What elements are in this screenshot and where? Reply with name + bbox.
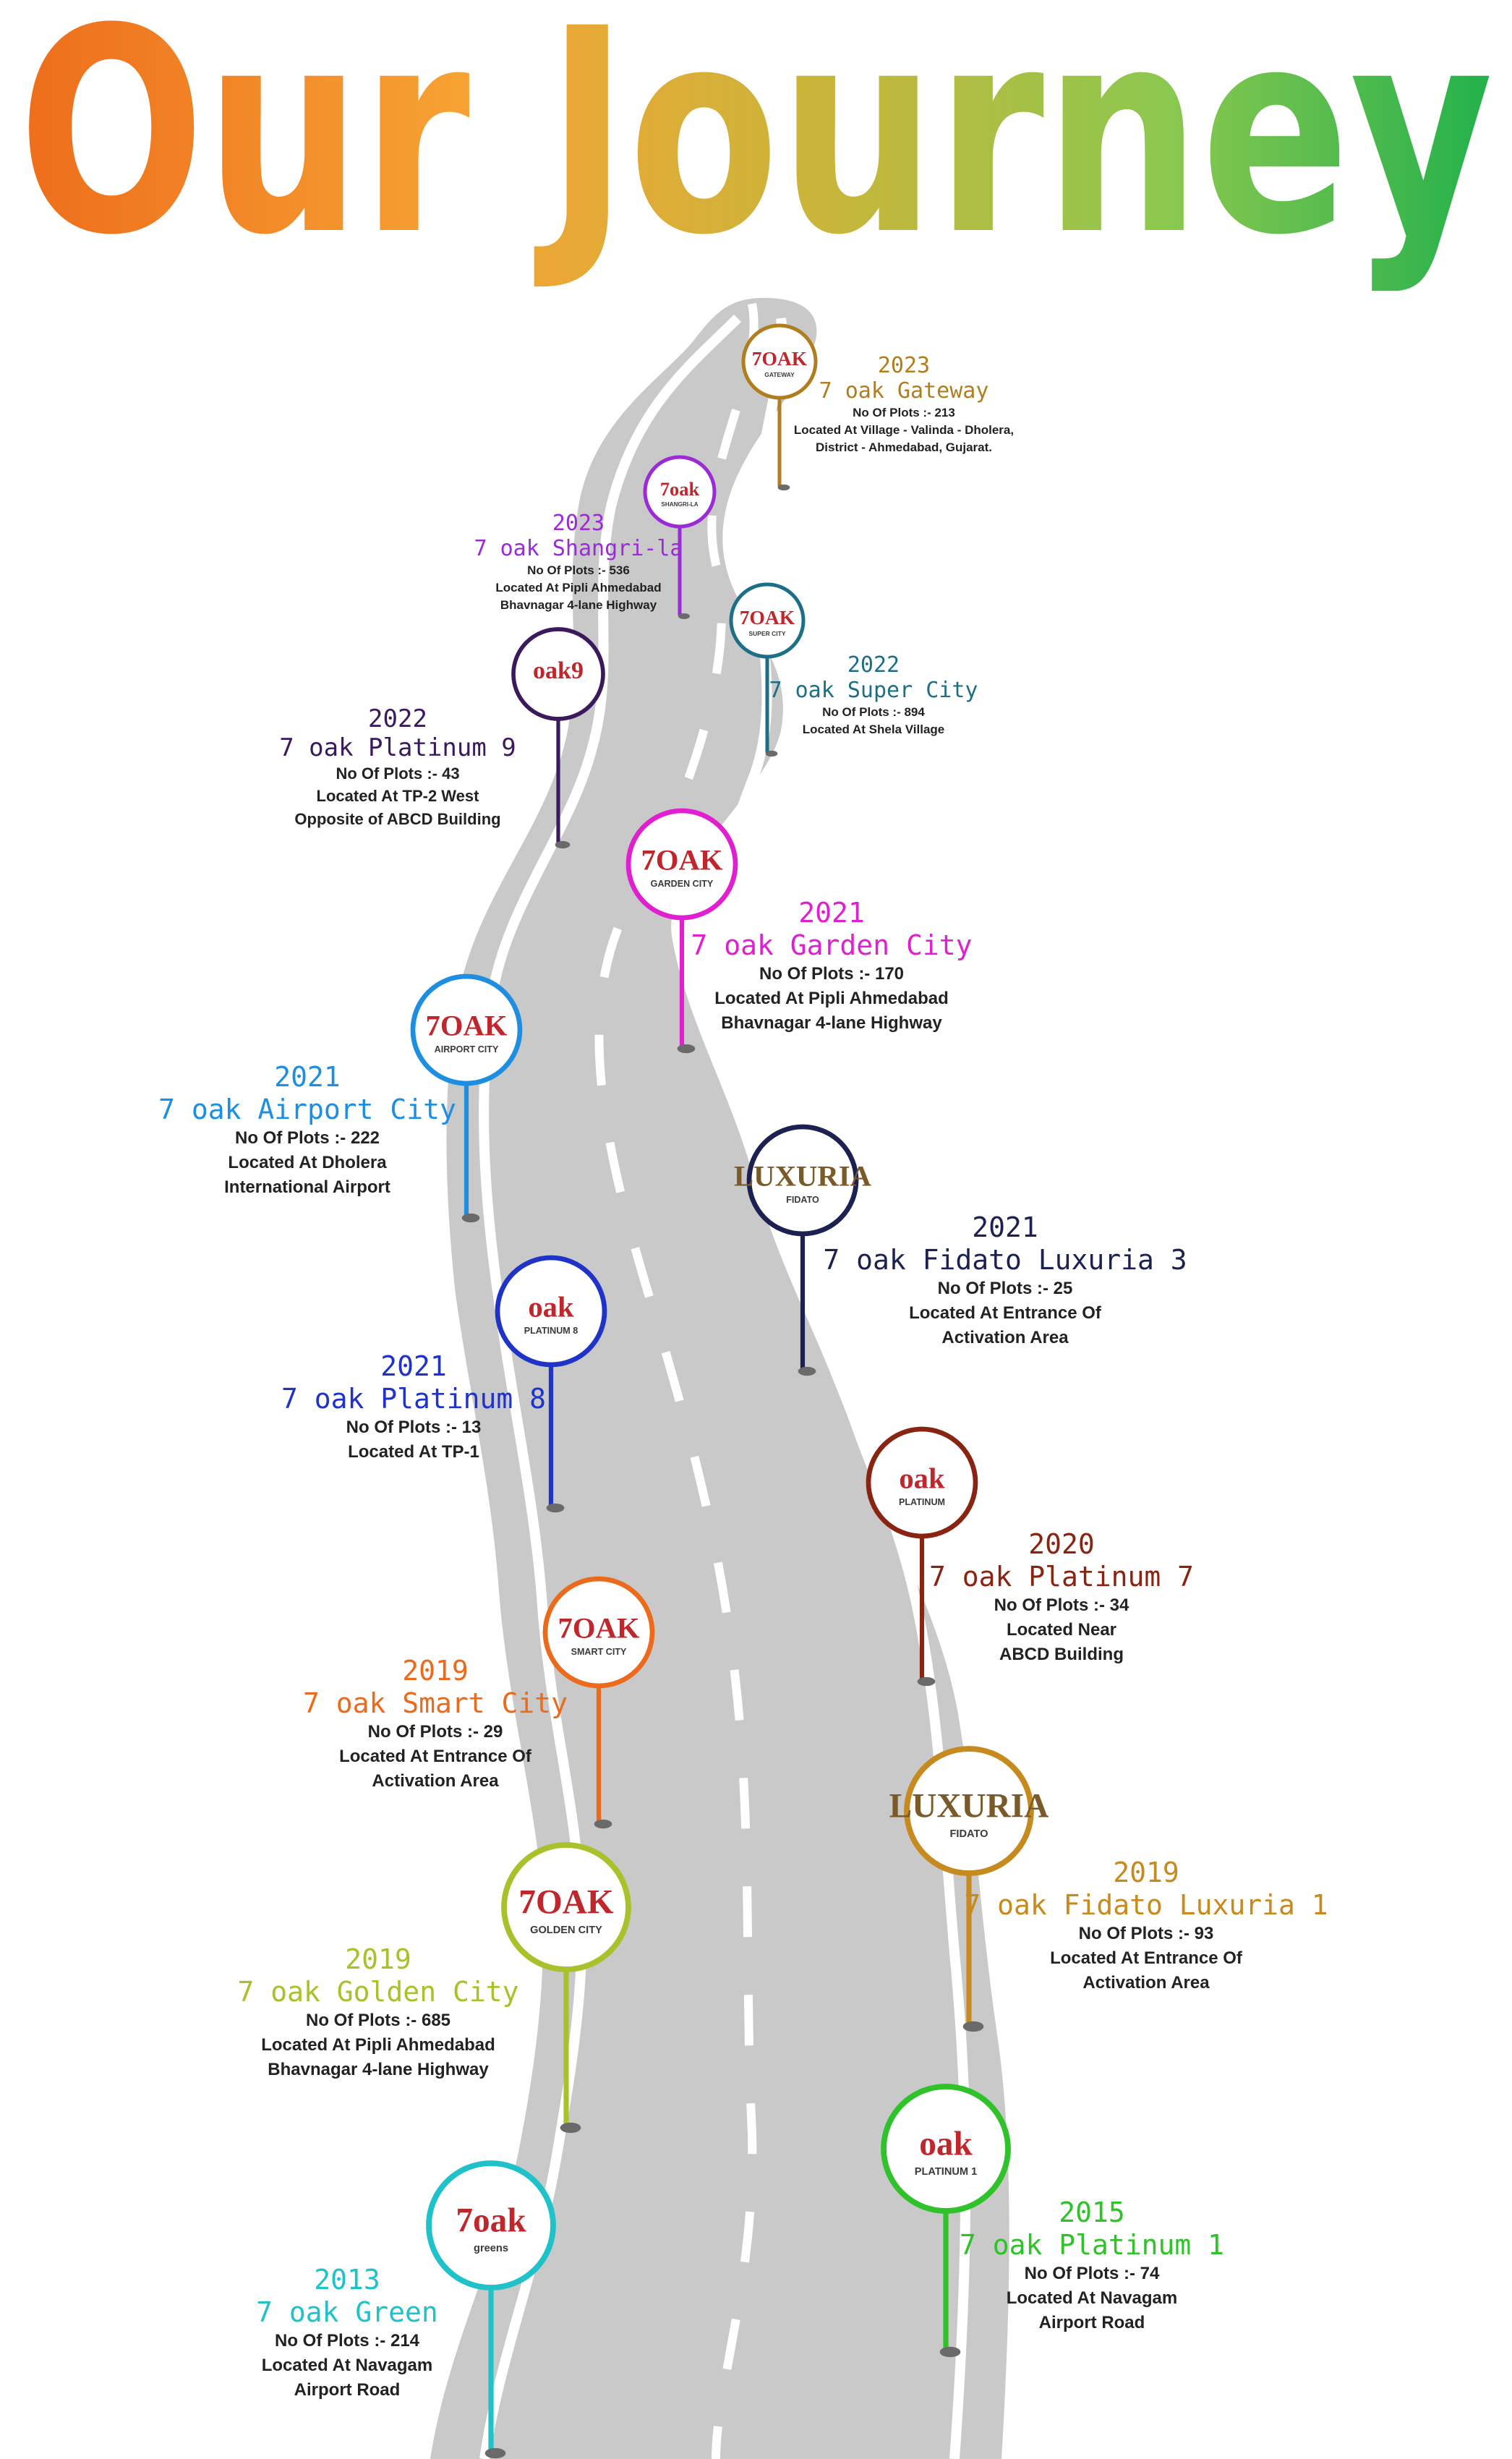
milestone-name: 7 oak Shangri-la	[474, 536, 683, 562]
milestone-name: 7 oak Fidato Luxuria 3	[823, 1243, 1187, 1276]
milestone-location-line: Airport Road	[1038, 2312, 1145, 2332]
milestone-year: 2022	[847, 652, 900, 678]
milestone-location-line: Located At Pipli Ahmedabad	[261, 2034, 495, 2055]
milestone-plots: No Of Plots :- 25	[937, 1278, 1073, 1298]
milestone-name: 7 oak Golden City	[237, 1975, 519, 2008]
milestone-plots: No Of Plots :- 685	[305, 2010, 451, 2030]
milestone-year: 2023	[877, 353, 931, 378]
milestone-plots: No Of Plots :- 213	[853, 405, 955, 419]
milestone-name: 7 oak Airport City	[158, 1093, 456, 1125]
milestone-location-line: Located At Entrance Of	[909, 1303, 1101, 1323]
milestone-name: 7 oak Garden City	[691, 929, 973, 961]
milestone-location-line: Located At Pipli Ahmedabad	[714, 988, 949, 1008]
milestone-location-line: Located At Pipli Ahmedabad	[495, 580, 662, 594]
road-centre-line	[594, 302, 759, 2459]
milestone-plots: No Of Plots :- 214	[274, 2330, 420, 2351]
milestone-year: 2021	[798, 897, 865, 929]
milestone-location-line: Located At Navagam	[261, 2355, 433, 2375]
milestone-location-line: Activation Area	[372, 1770, 499, 1791]
milestone-location-line: Located At TP-2 West	[316, 787, 479, 806]
milestone-year: 2015	[1059, 2196, 1125, 2228]
milestone-location-line: District - Ahmedabad, Gujarat.	[815, 440, 993, 455]
milestone-year: 2019	[1113, 1857, 1179, 1888]
milestone-name: 7 oak Fidato Luxuria 1	[964, 1888, 1328, 1921]
milestone-year: 2023	[552, 511, 605, 536]
milestone-location-line: Located At Shela Village	[802, 722, 945, 736]
milestone-plots: No Of Plots :- 170	[759, 963, 905, 984]
milestone-plots: No Of Plots :- 74	[1024, 2263, 1160, 2283]
page-title-text: Our Journey	[18, 0, 1493, 297]
milestone-plots: No Of Plots :- 13	[346, 1417, 482, 1437]
milestone-location-line: Located At Entrance Of	[339, 1746, 531, 1766]
milestone-year: 2013	[314, 2264, 380, 2296]
milestone-year: 2022	[368, 704, 427, 733]
milestone-name: 7 oak Platinum 7	[928, 1560, 1195, 1593]
milestone-location-line: ABCD Building	[999, 1644, 1124, 1664]
milestone-plots: No Of Plots :- 43	[336, 764, 460, 783]
milestone-plots: No Of Plots :- 93	[1078, 1923, 1214, 1943]
milestone-year: 2021	[972, 1211, 1038, 1243]
milestone-year: 2021	[380, 1350, 447, 1382]
milestone-year: 2020	[1028, 1528, 1095, 1560]
milestone-location-line: Located Near	[1006, 1619, 1117, 1640]
milestone-location-line: Located At Dholera	[228, 1152, 387, 1172]
milestone-location-line: Located At TP-1	[348, 1441, 479, 1462]
milestone-name: 7 oak Smart City	[302, 1687, 568, 1719]
milestone-location-line: International Airport	[224, 1177, 390, 1197]
milestone-location-line: Activation Area	[941, 1327, 1069, 1347]
milestone-location-line: Opposite of ABCD Building	[294, 809, 501, 828]
milestone-plots: No Of Plots :- 536	[527, 563, 630, 577]
page-title: Our Journey	[18, 0, 1493, 297]
milestone-location-line: Located At Entrance Of	[1050, 1948, 1242, 1968]
milestone-name: 7 oak Platinum 1	[959, 2228, 1225, 2261]
milestone-year: 2019	[402, 1655, 469, 1687]
milestone-year: 2019	[345, 1943, 411, 1975]
milestone-location-line: Bhavnagar 4-lane Highway	[721, 1013, 942, 1033]
milestone-plots: No Of Plots :- 222	[234, 1128, 380, 1148]
milestone-name: 7 oak Platinum 8	[281, 1382, 547, 1415]
milestone-plots: No Of Plots :- 34	[994, 1595, 1129, 1615]
milestone-name: 7 oak Platinum 9	[279, 733, 516, 763]
milestone-name: 7 oak Super City	[769, 678, 978, 704]
milestone-name: 7 oak Gateway	[819, 378, 989, 404]
milestone-name: 7 oak Green	[256, 2296, 438, 2328]
milestone-location-line: Located At Navagam	[1006, 2288, 1178, 2308]
milestone-location-line: Airport Road	[294, 2379, 401, 2400]
milestone-year: 2021	[274, 1061, 341, 1093]
milestone-location-line: Bhavnagar 4-lane Highway	[500, 598, 657, 613]
milestone-location-line: Activation Area	[1082, 1972, 1210, 1993]
milestone-plots: No Of Plots :- 894	[822, 704, 925, 719]
milestone-location-line: Located At Village - Valinda - Dholera,	[793, 422, 1015, 437]
milestone-plots: No Of Plots :- 29	[367, 1721, 503, 1742]
milestone-location-line: Bhavnagar 4-lane Highway	[268, 2059, 489, 2079]
